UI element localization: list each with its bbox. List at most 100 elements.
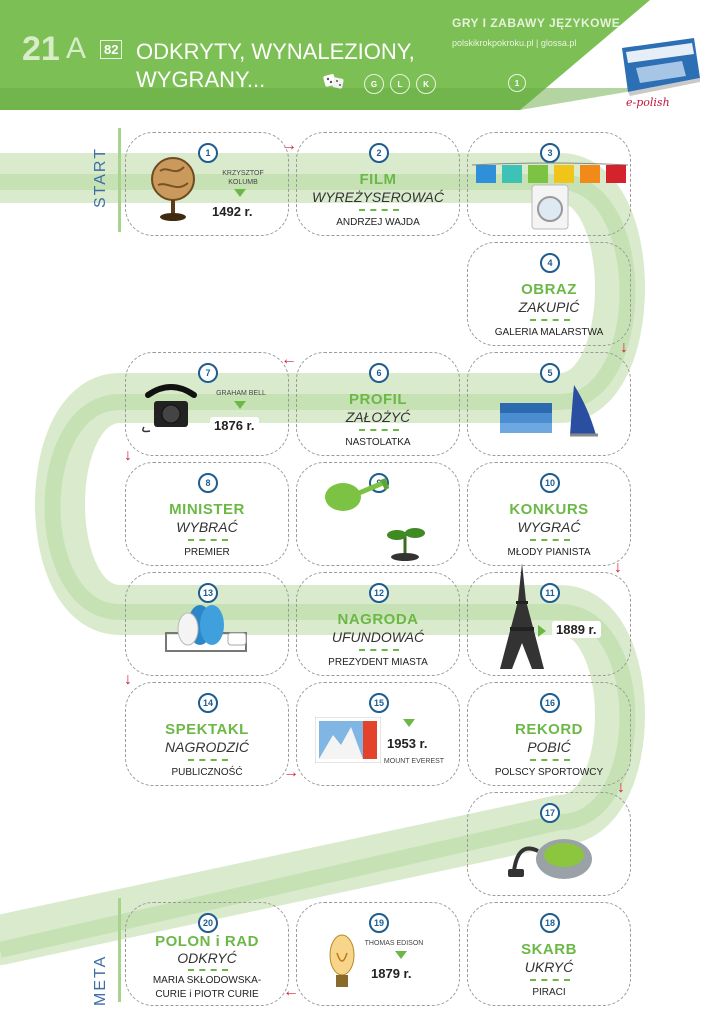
verb: ZAŁOŻYĆ <box>345 409 411 425</box>
series-title: GRY I ZABAWY JĘZYKOWE <box>452 16 621 30</box>
arrow-down-icon: ↓ <box>620 339 628 356</box>
watering-can-icon <box>325 478 425 561</box>
field-number: 13 <box>198 583 218 603</box>
verb: UFUNDOWAĆ <box>331 629 425 645</box>
iron-icon <box>500 385 598 437</box>
verb: UKRYĆ <box>524 959 574 975</box>
divider <box>188 759 228 761</box>
noun: NAGRODA <box>337 611 419 628</box>
field-14[interactable]: 14 SPEKTAKL NAGRODZIĆ PUBLICZNOŚĆ <box>125 682 289 786</box>
lesson-letter: A <box>66 32 87 65</box>
field-number: 19 <box>369 913 389 933</box>
divider <box>359 649 399 651</box>
textbook-cover-icon <box>622 38 700 96</box>
field-6[interactable]: 6 PROFIL ZAŁOŻYĆ NASTOLATKA <box>296 352 460 456</box>
verb: ODKRYĆ <box>177 950 237 966</box>
arrow-right-icon: → <box>283 764 299 781</box>
verb: NAGRODZIĆ <box>165 739 249 755</box>
field-12[interactable]: 12 NAGRODA UFUNDOWAĆ PREZYDENT MIASTA <box>296 572 460 676</box>
subject-line-2: CURIE i PIOTR CURIE <box>155 989 259 1000</box>
divider <box>530 539 570 541</box>
place-name: MOUNT EVEREST <box>383 758 445 765</box>
field-number: 6 <box>369 363 389 383</box>
field-9[interactable]: 9 <box>296 462 460 566</box>
pointer-icon <box>234 401 246 409</box>
divider <box>530 759 570 761</box>
person-name: THOMAS EDISON <box>364 940 424 947</box>
arrow-down-icon: ↓ <box>617 779 625 796</box>
globe-icon <box>151 157 195 221</box>
brand-logo: e-polish <box>626 96 670 109</box>
subject: POLSCY SPORTOWCY <box>494 767 604 778</box>
field-number: 3 <box>540 143 560 163</box>
level-g: G <box>364 74 384 94</box>
field-18[interactable]: 18 SKARB UKRYĆ PIRACI <box>467 902 631 1006</box>
subject-line-1: MARIA SKŁODOWSKA- <box>152 975 262 986</box>
level-l: L <box>390 74 410 94</box>
telephone-icon <box>142 384 197 433</box>
field-number: 2 <box>369 143 389 163</box>
field-1[interactable]: 1 KRZYSZTOF KOLUMB 1492 r. <box>125 132 289 236</box>
verb: WYREŻYSEROWAĆ <box>312 189 444 205</box>
field-11[interactable]: 11 1889 r. <box>467 563 631 676</box>
field-number: 14 <box>198 693 218 713</box>
arrow-down-icon: ↓ <box>614 559 622 576</box>
field-4[interactable]: 4 OBRAZ ZAKUPIĆ GALERIA MALARSTWA <box>467 242 631 346</box>
verb: ZAKUPIĆ <box>518 299 580 315</box>
page-title: ODKRYTY, WYNALEZIONY, WYGRANY... <box>136 39 415 92</box>
field-20[interactable]: 20 POLON i RAD ODKRYĆ MARIA SKŁODOWSKA- … <box>125 902 289 1006</box>
pointer-icon <box>538 625 546 637</box>
noun: OBRAZ <box>521 281 577 298</box>
arrow-left-icon: ← <box>281 351 297 368</box>
vacuum-cleaner-icon <box>508 839 592 879</box>
field-2[interactable]: 2 FILM WYREŻYSEROWAĆ ANDRZEJ WAJDA <box>296 132 460 236</box>
field-8[interactable]: 8 MINISTER WYBRAĆ PREMIER <box>125 462 289 566</box>
field-number: 11 <box>540 583 560 603</box>
field-10[interactable]: 10 KONKURS WYGRAĆ MŁODY PIANISTA <box>467 462 631 566</box>
light-bulb-icon <box>329 934 355 987</box>
field-3[interactable]: 3 <box>467 132 631 236</box>
page-badge: 82 <box>100 40 123 59</box>
field-19[interactable]: 19 THOMAS EDISON 1879 r. <box>296 902 460 1006</box>
field-16[interactable]: 16 REKORD POBIĆ POLSCY SPORTOWCY <box>467 682 631 786</box>
field-5[interactable]: 5 <box>467 352 631 456</box>
stamp-icon <box>315 717 381 763</box>
pointer-icon <box>395 951 407 959</box>
noun: KONKURS <box>509 501 589 518</box>
field-number: 20 <box>198 913 218 933</box>
year: 1492 r. <box>208 203 257 220</box>
field-7[interactable]: 7 GRAHAM BELL 1876 r. <box>125 352 289 456</box>
verb: WYBRAĆ <box>176 519 238 535</box>
subject: PREZYDENT MIASTA <box>328 657 428 668</box>
eiffel-tower-icon <box>500 563 544 669</box>
field-15[interactable]: 15 1953 r. MOUNT EVEREST <box>296 682 460 786</box>
website-links[interactable]: polskikrokpokroku.pl | glossa.pl <box>452 38 577 48</box>
field-17[interactable]: 17 <box>467 792 631 896</box>
field-13[interactable]: 13 <box>125 572 289 676</box>
arrow-down-icon: ↓ <box>124 447 132 464</box>
header-banner <box>0 0 650 110</box>
verb: WYGRAĆ <box>517 519 581 535</box>
start-bar <box>118 128 121 232</box>
divider <box>359 429 399 431</box>
arrow-left-icon: ← <box>283 983 299 1000</box>
field-number: 16 <box>540 693 560 713</box>
person-name: GRAHAM BELL <box>216 390 266 397</box>
divider <box>188 969 228 971</box>
noun: MINISTER <box>169 501 245 518</box>
field-number: 8 <box>198 473 218 493</box>
meta-bar <box>118 898 121 1002</box>
field-number: 7 <box>198 363 218 383</box>
field-number: 5 <box>540 363 560 383</box>
start-label: START <box>92 147 109 208</box>
subject: PREMIER <box>184 547 230 558</box>
field-number: 4 <box>540 253 560 273</box>
noun: SPEKTAKL <box>165 721 249 738</box>
pointer-icon <box>403 719 415 727</box>
lesson-number: 21 <box>22 30 60 68</box>
arrow-right-icon: → <box>281 137 297 154</box>
subject: PUBLICZNOŚĆ <box>171 767 243 778</box>
subject: PIRACI <box>532 987 566 998</box>
subject: GALERIA MALARSTWA <box>494 327 604 338</box>
